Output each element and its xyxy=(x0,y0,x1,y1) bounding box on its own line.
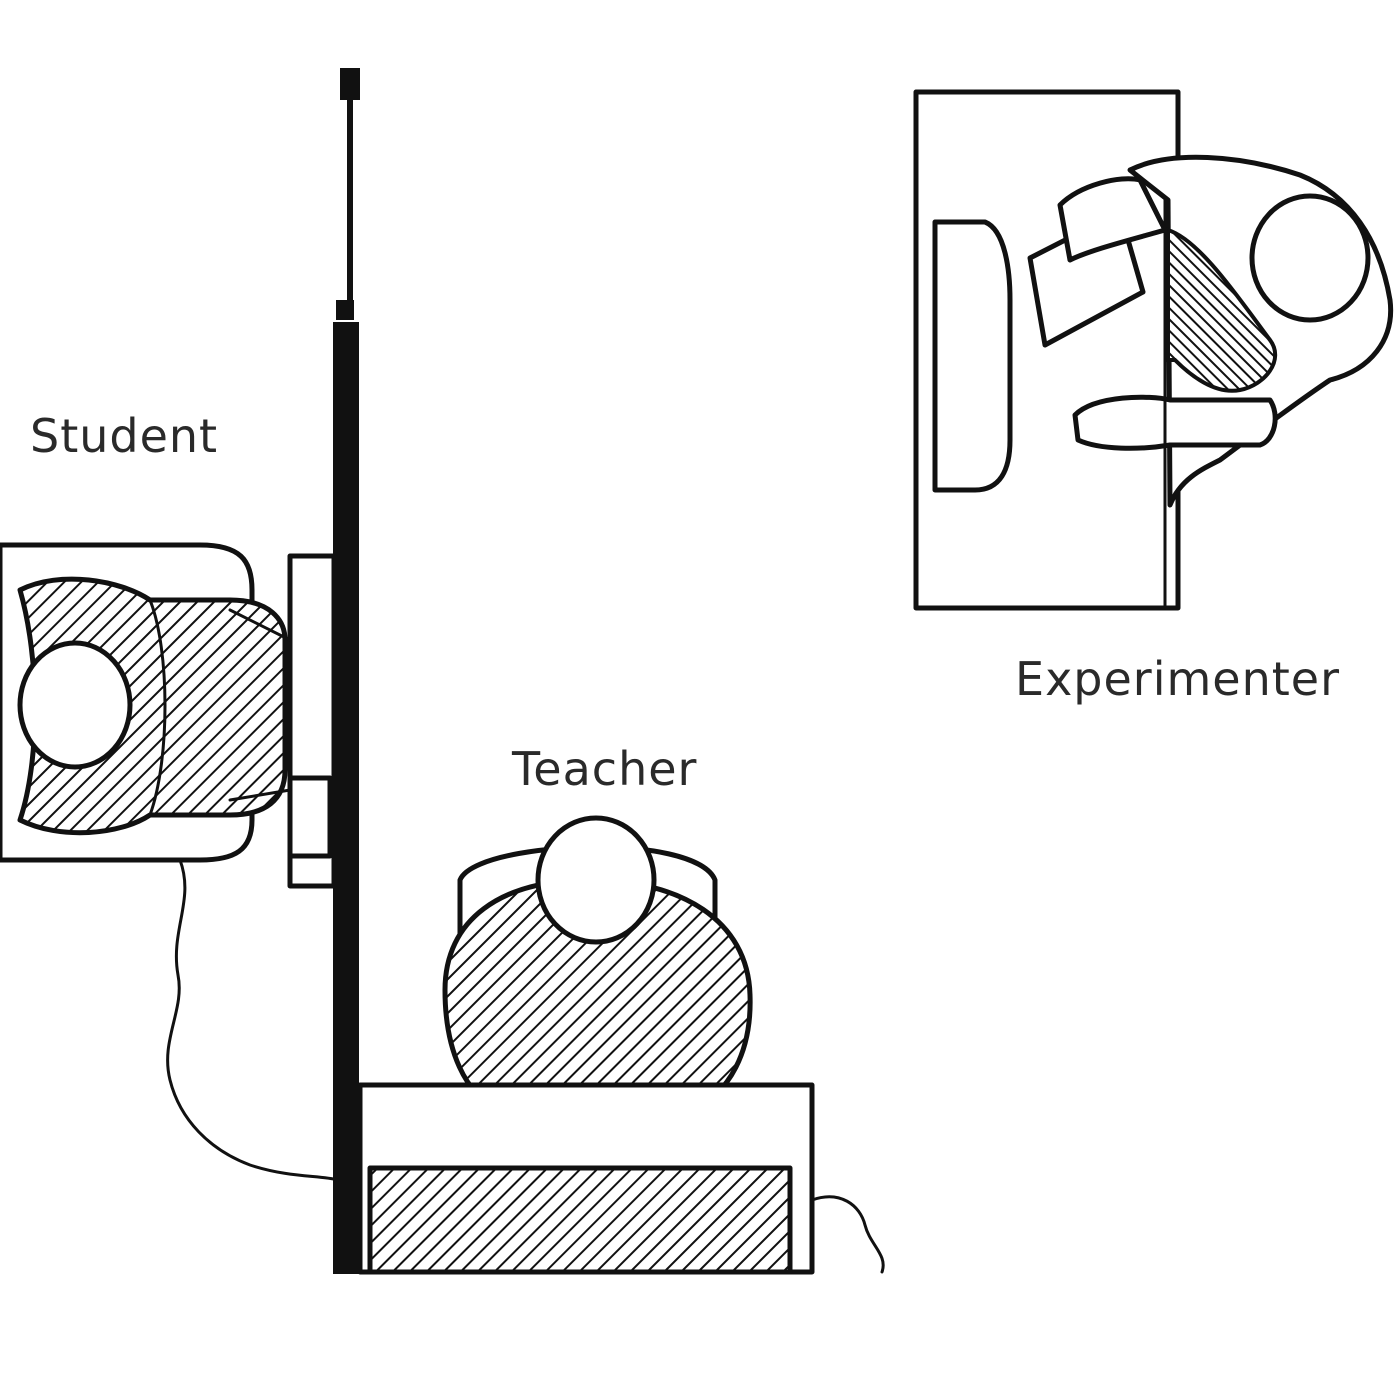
experimenter-torso-shading xyxy=(1166,227,1278,393)
teacher-label: Teacher xyxy=(511,742,697,796)
experimenter-chair xyxy=(932,219,1013,493)
experimenter-right-arm xyxy=(1072,394,1278,451)
experimenter-head xyxy=(1249,193,1371,323)
generator-cord xyxy=(810,1195,885,1274)
teacher-head xyxy=(535,815,657,945)
electrode-box xyxy=(287,775,333,859)
experimenter-figure xyxy=(913,89,1394,611)
student-head xyxy=(17,640,133,770)
experimenter-label: Experimenter xyxy=(1015,652,1340,706)
generator-panel xyxy=(367,1165,793,1275)
electrode-wire xyxy=(166,858,340,1182)
partition-wall xyxy=(333,68,360,1274)
student-label: Student xyxy=(30,409,218,463)
shock-generator xyxy=(357,1082,885,1275)
student-figure xyxy=(0,542,337,889)
